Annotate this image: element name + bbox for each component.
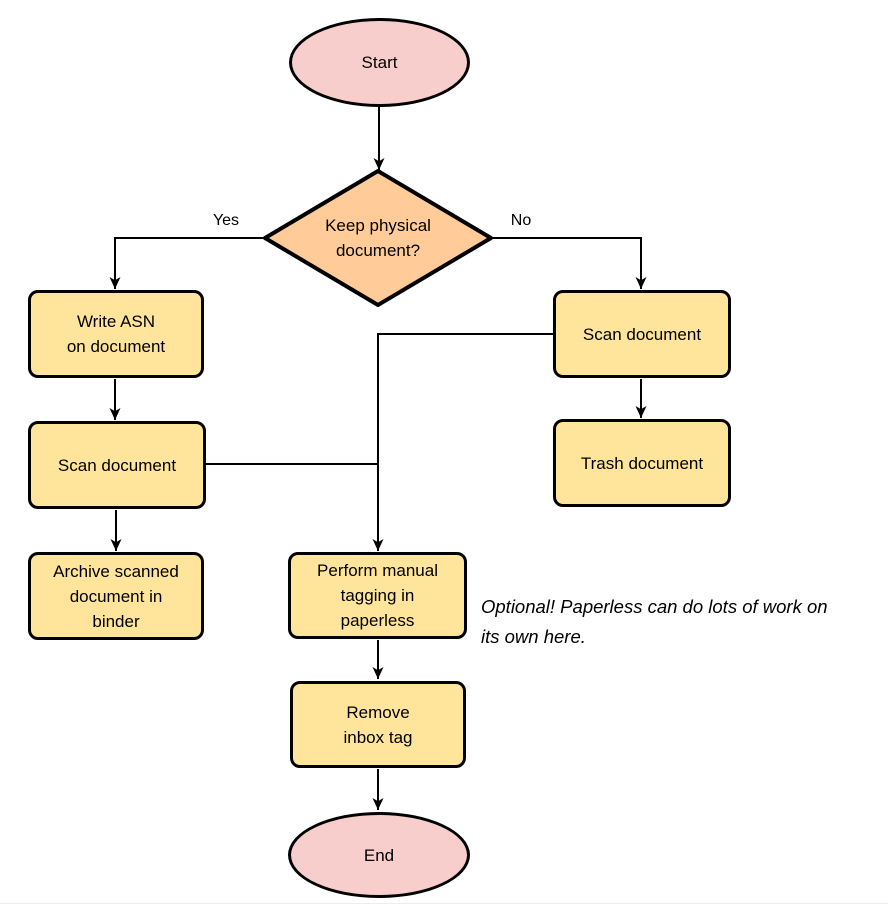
node-remove-inbox-tag: Remove inbox tag xyxy=(290,681,466,768)
node-write-asn-label: Write ASN on document xyxy=(66,312,166,356)
node-scan-document-right: Scan document xyxy=(553,290,731,378)
decision-diamond-shape xyxy=(263,169,493,307)
node-archive-binder: Archive scanned document in binder xyxy=(28,552,204,640)
node-end-label: End xyxy=(363,845,395,865)
node-remove-inbox-tag-label: Remove inbox tag xyxy=(343,702,413,747)
node-scan-document-right-label: Scan document xyxy=(582,324,702,344)
node-start: Start xyxy=(289,18,470,107)
edge-label-yes: Yes xyxy=(212,212,240,229)
optional-note: Optional! Paperless can do lots of work … xyxy=(481,596,828,647)
node-decision-label: Keep physical document? xyxy=(325,216,431,260)
node-manual-tagging: Perform manual tagging in paperless xyxy=(288,552,467,639)
node-decision: Keep physical document? xyxy=(283,206,473,270)
node-manual-tagging-label: Perform manual tagging in paperless xyxy=(317,561,438,630)
bottom-divider xyxy=(0,903,888,904)
edge-scan-right-to-tagging xyxy=(372,333,553,551)
edge-decision-yes-to-write-asn xyxy=(109,237,265,289)
node-scan-document-left-label: Scan document xyxy=(57,455,177,475)
node-archive-binder-label: Archive scanned document in binder xyxy=(53,561,179,631)
node-trash-document-label: Trash document xyxy=(580,453,704,473)
edge-decision-no-to-scan-right xyxy=(491,237,647,289)
node-start-label: Start xyxy=(361,53,398,72)
node-write-asn: Write ASN on document xyxy=(28,290,204,378)
node-end: End xyxy=(288,812,470,898)
node-trash-document: Trash document xyxy=(553,419,731,507)
node-scan-document-left: Scan document xyxy=(28,421,206,509)
edge-label-no: No xyxy=(510,212,532,229)
